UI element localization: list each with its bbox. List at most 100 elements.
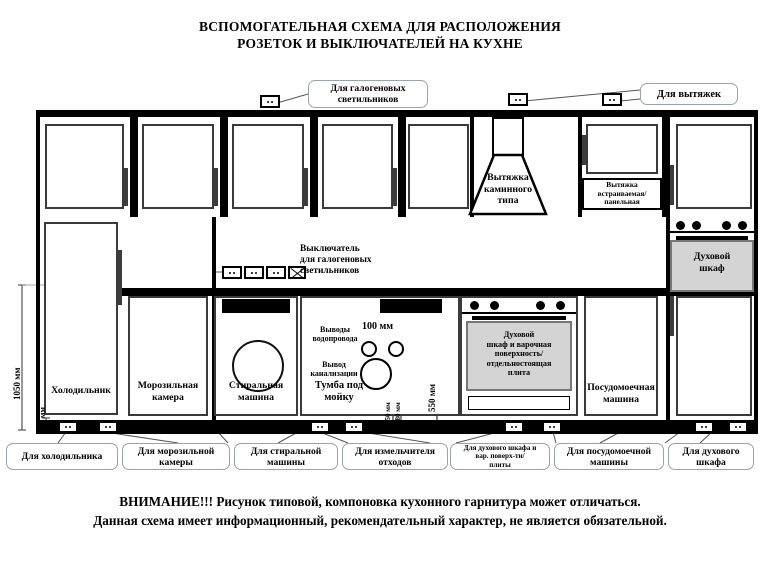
oven-upper-body bbox=[670, 240, 754, 292]
dishwasher-label: Посудомоечная машина bbox=[587, 382, 655, 405]
socket-icon[interactable] bbox=[542, 421, 562, 433]
bottom-callout-disposer: Для измельчителя отходов bbox=[342, 443, 448, 470]
cabinet-handle[interactable] bbox=[214, 168, 218, 206]
water-outlets-label: Выводы водопровода bbox=[312, 325, 358, 343]
freezer-label: Морозильная камера bbox=[137, 380, 199, 403]
bottom-callout-freezer: Для морозильной камеры bbox=[122, 443, 230, 470]
upper-cabinet-right-panel bbox=[676, 124, 752, 209]
socket-icon[interactable] bbox=[508, 93, 528, 106]
cabinet-handle[interactable] bbox=[582, 135, 586, 165]
upper-cabinet-top-rail bbox=[36, 110, 758, 117]
bottom-callout-oven-hob-label: Для духового шкафа и вар. поверх-ти/ пли… bbox=[463, 443, 537, 469]
hood-builtin-upper-panel bbox=[586, 124, 658, 174]
oven-upper-label: Духовой шкаф bbox=[693, 251, 731, 274]
upper-cabinet-2 bbox=[134, 117, 224, 217]
dishwasher-unit bbox=[584, 296, 658, 416]
burner-icon bbox=[536, 301, 545, 310]
socket-icon[interactable] bbox=[244, 266, 264, 279]
bottom-callout-oven-hob: Для духового шкафа и вар. поверх-ти/ пли… bbox=[450, 443, 550, 470]
oven-tower bbox=[666, 217, 758, 430]
page-title-line2: РОЗЕТОК И ВЫКЛЮЧАТЕЛЕЙ НА КУХНЕ bbox=[237, 36, 523, 51]
hood-chimney-duct bbox=[492, 117, 524, 157]
bottom-callout-oven-label: Для духового шкафа bbox=[682, 445, 740, 468]
footer-line2: Данная схема имеет информационный, реком… bbox=[93, 513, 667, 528]
oven-tower-burner-strip bbox=[668, 217, 756, 233]
bottom-callout-disposer-label: Для измельчителя отходов bbox=[355, 445, 435, 468]
sink-cabinet-unit bbox=[300, 296, 460, 416]
oven-hob-burner-strip bbox=[462, 298, 576, 314]
page-title-line1: ВСПОМОГАТЕЛЬНАЯ СХЕМА ДЛЯ РАСПОЛОЖЕНИЯ bbox=[199, 19, 561, 34]
upper-cabinet-3 bbox=[224, 117, 314, 217]
upper-cabinet-5-panel bbox=[408, 124, 469, 209]
washer-drum-icon bbox=[232, 340, 284, 392]
upper-cabinet-right bbox=[666, 117, 758, 217]
lower-cabinet-right bbox=[676, 296, 752, 416]
burner-icon bbox=[490, 301, 499, 310]
bottom-callout-freezer-label: Для морозильной камеры bbox=[137, 445, 215, 468]
cabinet-handle[interactable] bbox=[304, 168, 308, 206]
bottom-callout-washer-label: Для стиральной машины bbox=[250, 445, 322, 468]
callout-halogen-lights-label: Для галогеновых светильников bbox=[330, 83, 406, 105]
hood-builtin-label: Вытяжка встраиваемая/ панельная bbox=[597, 180, 647, 207]
socket-icon[interactable] bbox=[222, 266, 242, 279]
callout-hoods: Для вытяжек bbox=[640, 83, 738, 105]
bottom-callout-dishwasher: Для посудомоечной машины bbox=[554, 443, 664, 470]
socket-icon[interactable] bbox=[344, 421, 364, 433]
upper-cabinet-4-panel bbox=[322, 124, 393, 209]
socket-icon[interactable] bbox=[504, 421, 524, 433]
socket-icon[interactable] bbox=[260, 95, 280, 108]
bottom-callout-fridge: Для холодильника bbox=[6, 443, 118, 470]
dim-1050-label: 1050 мм bbox=[12, 367, 22, 400]
cabinet-handle[interactable] bbox=[670, 296, 674, 336]
bottom-callout-fridge-label: Для холодильника bbox=[21, 451, 103, 462]
fridge-handle[interactable] bbox=[118, 250, 122, 305]
socket-icon[interactable] bbox=[310, 421, 330, 433]
burner-icon bbox=[738, 221, 747, 230]
countertop bbox=[120, 288, 758, 296]
sewer-outlet-label: Вывод канализации bbox=[310, 360, 358, 378]
socket-icon[interactable] bbox=[266, 266, 286, 279]
oven-hob-drawer bbox=[468, 396, 570, 410]
burner-icon bbox=[692, 221, 701, 230]
water-pipe-icon bbox=[361, 341, 377, 357]
burner-icon bbox=[676, 221, 685, 230]
socket-icon[interactable] bbox=[728, 421, 748, 433]
sink-cabinet-label: Тумба под мойку bbox=[314, 380, 364, 403]
socket-icon[interactable] bbox=[694, 421, 714, 433]
sink-cabinet-control-strip bbox=[380, 299, 442, 313]
bottom-callout-washer: Для стиральной машины bbox=[234, 443, 338, 470]
washer-control-strip bbox=[222, 299, 290, 313]
callout-halogen-lights: Для галогеновых светильников bbox=[308, 80, 428, 108]
upper-cabinet-1-panel bbox=[45, 124, 124, 209]
upper-cabinet-4 bbox=[314, 117, 402, 217]
oven-hob-body bbox=[466, 321, 572, 391]
water-pipe-icon bbox=[388, 341, 404, 357]
switch-icon[interactable] bbox=[288, 266, 306, 279]
socket-icon[interactable] bbox=[58, 421, 78, 433]
switch-callout-label: Выключатель для галогеновых светильников bbox=[300, 244, 372, 276]
hood-builtin-cabinet bbox=[578, 117, 666, 217]
oven-hob-label: Духовой шкаф и варочная поверхность/ отд… bbox=[486, 330, 552, 378]
upper-cabinet-3-panel bbox=[232, 124, 304, 209]
socket-icon[interactable] bbox=[602, 93, 622, 106]
fridge-label: Холодильник bbox=[51, 385, 111, 396]
cabinet-handle[interactable] bbox=[393, 168, 397, 206]
footer-line1: ВНИМАНИЕ!!! Рисунок типовой, компоновка … bbox=[119, 494, 641, 509]
burner-icon bbox=[722, 221, 731, 230]
oven-hob-handle[interactable] bbox=[472, 316, 566, 320]
burner-icon bbox=[556, 301, 565, 310]
hood-chimney-label: Вытяжка каминного типа bbox=[483, 172, 532, 206]
socket-icon[interactable] bbox=[98, 421, 118, 433]
dim-100-label: 100 мм bbox=[38, 407, 47, 432]
sewer-pipe-icon bbox=[360, 358, 392, 390]
burner-icon bbox=[470, 301, 479, 310]
dim-width-100-label: 100 мм bbox=[362, 321, 394, 332]
dim-550-label: 550 мм bbox=[427, 383, 437, 412]
cabinet-handle[interactable] bbox=[670, 165, 674, 205]
bottom-callout-dishwasher-label: Для посудомоечной машины bbox=[566, 445, 652, 468]
oven-tower-handle[interactable] bbox=[676, 236, 748, 240]
freezer-unit bbox=[128, 296, 208, 416]
washer-label: Стиральная машина bbox=[228, 380, 284, 403]
cabinet-handle[interactable] bbox=[124, 168, 128, 206]
